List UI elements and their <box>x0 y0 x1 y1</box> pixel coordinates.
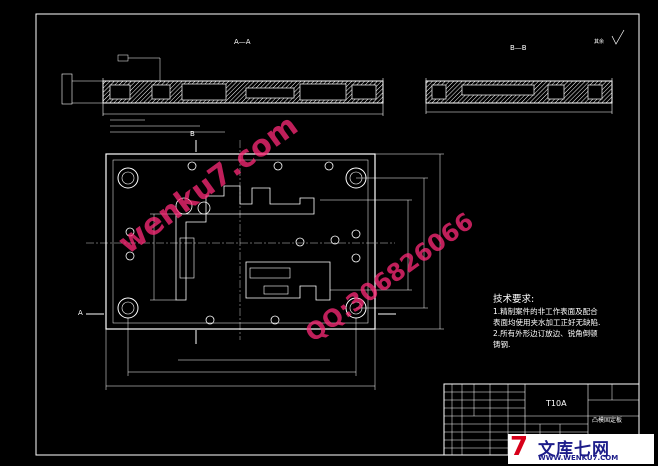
tech-title: 技术要求: <box>493 294 535 305</box>
roughness-symbol-icon <box>611 29 625 45</box>
logo-seven-icon: 7 <box>510 432 529 462</box>
tech-line-1: 1.精制案件的非工作表面及配合 <box>493 307 598 316</box>
cut-marker-a: A <box>78 309 83 317</box>
cut-marker-b: B <box>190 130 195 138</box>
roughness-note: 其余 <box>594 39 605 45</box>
site-logo[interactable]: 7 文库七网 WWW.WENKU7.COM <box>508 432 654 464</box>
plan-view <box>86 140 444 390</box>
tech-line-3: 2.所有外形边订放边、锐角倒顿 <box>493 329 598 338</box>
section-view-aa <box>61 54 384 133</box>
technical-requirements: 技术要求: 1.精制案件的非工作表面及配合 表面均使用夹水加工正好无缺陷. 2.… <box>493 294 600 350</box>
section-view-bb <box>425 78 613 114</box>
logo-title: 文库七网 <box>538 440 610 460</box>
tech-line-4: 铸钢. <box>493 340 511 349</box>
logo-url: WWW.WENKU7.COM <box>538 454 619 462</box>
tech-line-2: 表面均使用夹水加工正好无缺陷. <box>493 318 601 327</box>
section-label-bb: B—B <box>510 44 527 52</box>
material-code: T10A <box>546 399 567 408</box>
part-name: 凸模固定板 <box>592 417 623 424</box>
section-label-aa: A—A <box>234 38 251 46</box>
drawing-border <box>35 13 640 456</box>
